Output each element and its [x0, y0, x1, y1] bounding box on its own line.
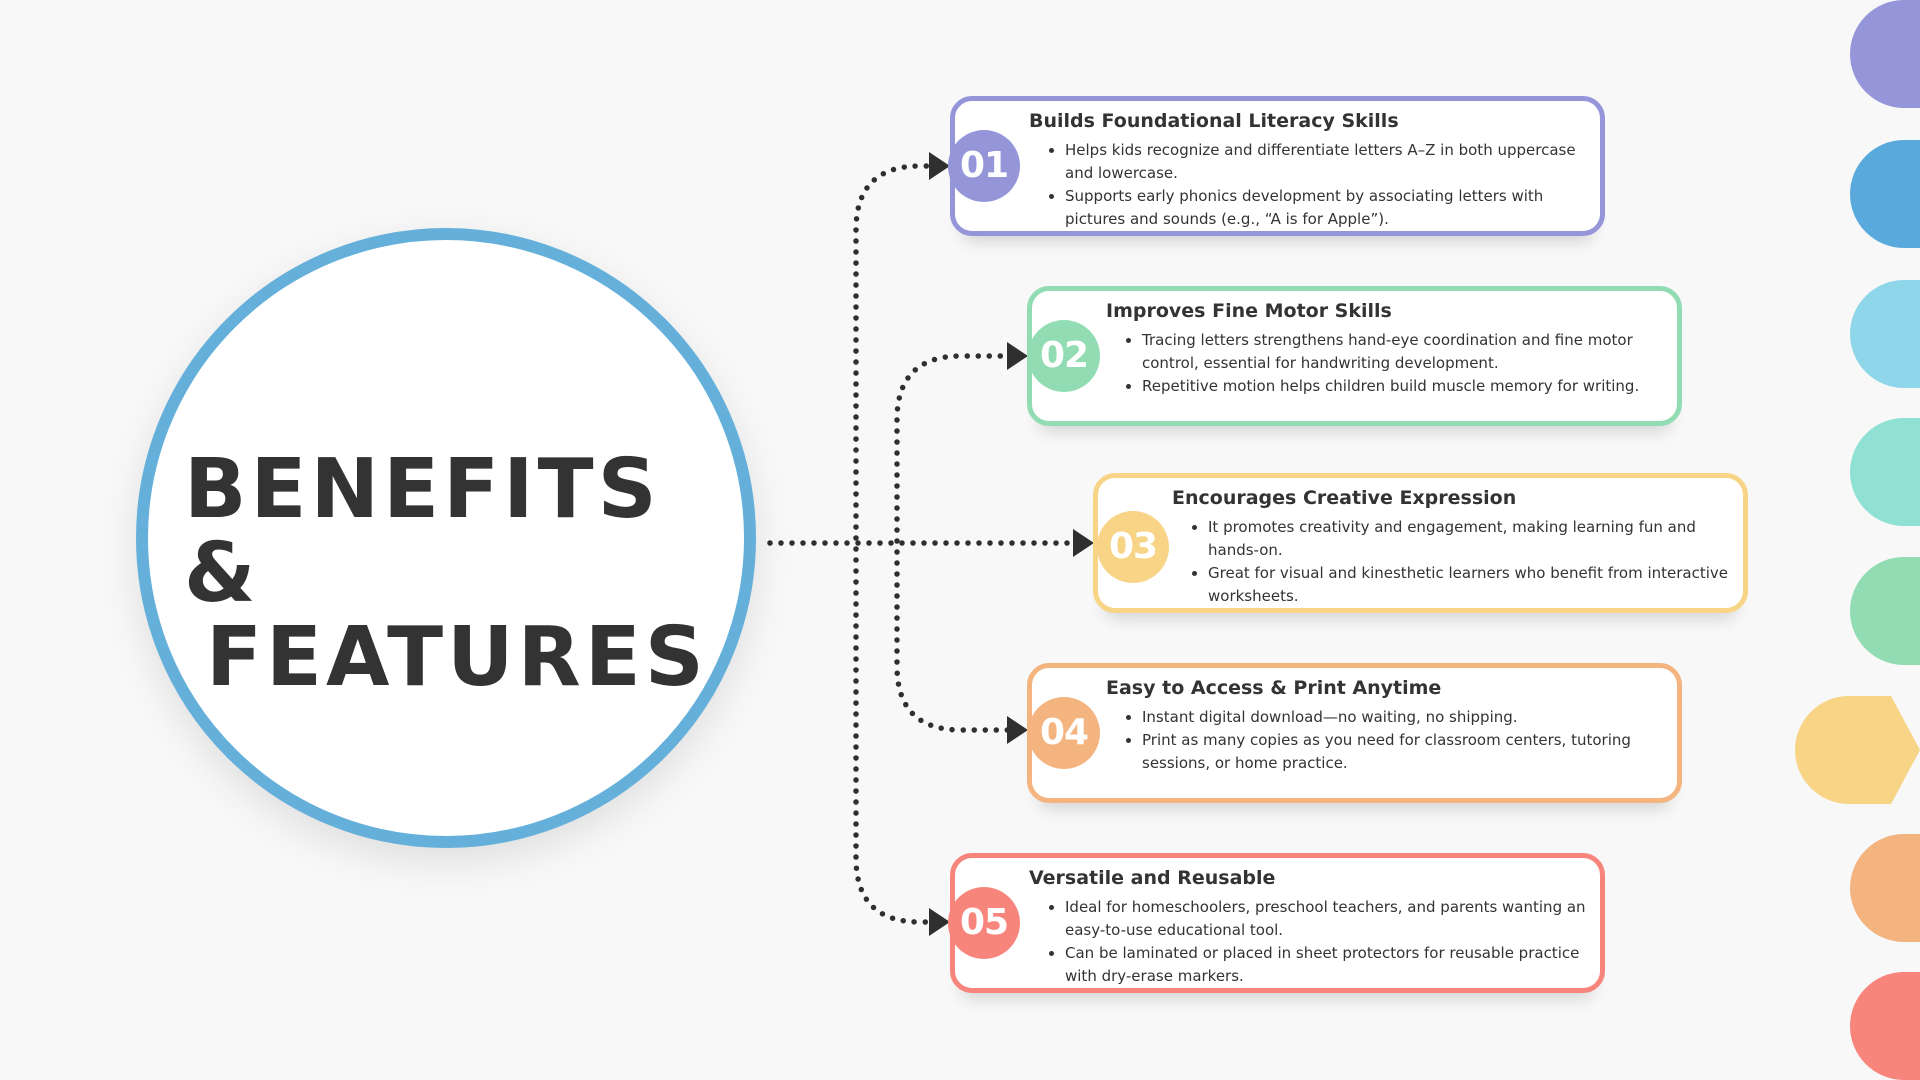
number-badge-01: 01	[948, 130, 1020, 202]
number-badge-03: 03	[1097, 511, 1169, 583]
benefit-bullet: Repetitive motion helps children build m…	[1142, 375, 1677, 398]
benefit-bullets: Tracing letters strengthens hand-eye coo…	[1124, 329, 1677, 398]
arrowhead-04	[1007, 716, 1028, 744]
benefit-bullet: Tracing letters strengthens hand-eye coo…	[1142, 329, 1677, 375]
connector-inner	[894, 353, 1023, 733]
main-title-line-1: BENEFITS &	[184, 442, 661, 621]
benefit-bullet: It promotes creativity and engagement, m…	[1208, 516, 1743, 562]
benefit-title: Encourages Creative Expression	[1172, 487, 1517, 509]
benefit-title: Improves Fine Motor Skills	[1106, 300, 1392, 322]
benefit-card-03: Encourages Creative Expression It promot…	[1093, 473, 1748, 613]
benefit-bullet: Helps kids recognize and differentiate l…	[1065, 139, 1600, 185]
benefit-title: Builds Foundational Literacy Skills	[1029, 110, 1399, 132]
side-tab-7[interactable]	[1850, 834, 1920, 942]
connector-outer	[853, 163, 945, 925]
benefit-bullet: Great for visual and kinesthetic learner…	[1208, 562, 1743, 608]
benefit-bullets: Helps kids recognize and differentiate l…	[1047, 139, 1600, 231]
side-tab-5[interactable]	[1850, 557, 1920, 665]
side-tab-4[interactable]	[1850, 418, 1920, 526]
benefit-card-05: Versatile and Reusable Ideal for homesch…	[950, 853, 1605, 993]
side-tab-3[interactable]	[1850, 280, 1920, 388]
benefit-bullet: Can be laminated or placed in sheet prot…	[1065, 942, 1600, 988]
benefit-bullets: Instant digital download—no waiting, no …	[1124, 706, 1677, 775]
number-badge-04: 04	[1028, 697, 1100, 769]
benefit-bullet: Instant digital download—no waiting, no …	[1142, 706, 1677, 729]
number-badge-02: 02	[1028, 320, 1100, 392]
side-tab-8[interactable]	[1850, 972, 1920, 1080]
benefit-bullet: Ideal for homeschoolers, preschool teach…	[1065, 896, 1600, 942]
side-tab-1[interactable]	[1850, 0, 1920, 108]
benefit-card-02: Improves Fine Motor Skills Tracing lette…	[1027, 286, 1682, 426]
main-title: BENEFITS & FEATURES	[184, 448, 744, 700]
benefit-card-04: Easy to Access & Print Anytime Instant d…	[1027, 663, 1682, 803]
side-tab-6-active[interactable]	[1795, 696, 1920, 804]
main-title-line-2: FEATURES	[206, 610, 708, 705]
benefit-card-01: Builds Foundational Literacy Skills Help…	[950, 96, 1605, 236]
side-tab-2[interactable]	[1850, 140, 1920, 248]
arrowhead-02	[1007, 342, 1028, 370]
benefit-bullets: It promotes creativity and engagement, m…	[1190, 516, 1743, 608]
arrowhead-01	[929, 152, 950, 180]
number-badge-05: 05	[948, 887, 1020, 959]
benefit-title: Easy to Access & Print Anytime	[1106, 677, 1442, 699]
arrowhead-03	[1073, 529, 1094, 557]
benefit-bullet: Print as many copies as you need for cla…	[1142, 729, 1677, 775]
benefit-title: Versatile and Reusable	[1029, 867, 1276, 889]
arrowhead-05	[929, 908, 950, 936]
benefit-bullets: Ideal for homeschoolers, preschool teach…	[1047, 896, 1600, 988]
benefit-bullet: Supports early phonics development by as…	[1065, 185, 1600, 231]
